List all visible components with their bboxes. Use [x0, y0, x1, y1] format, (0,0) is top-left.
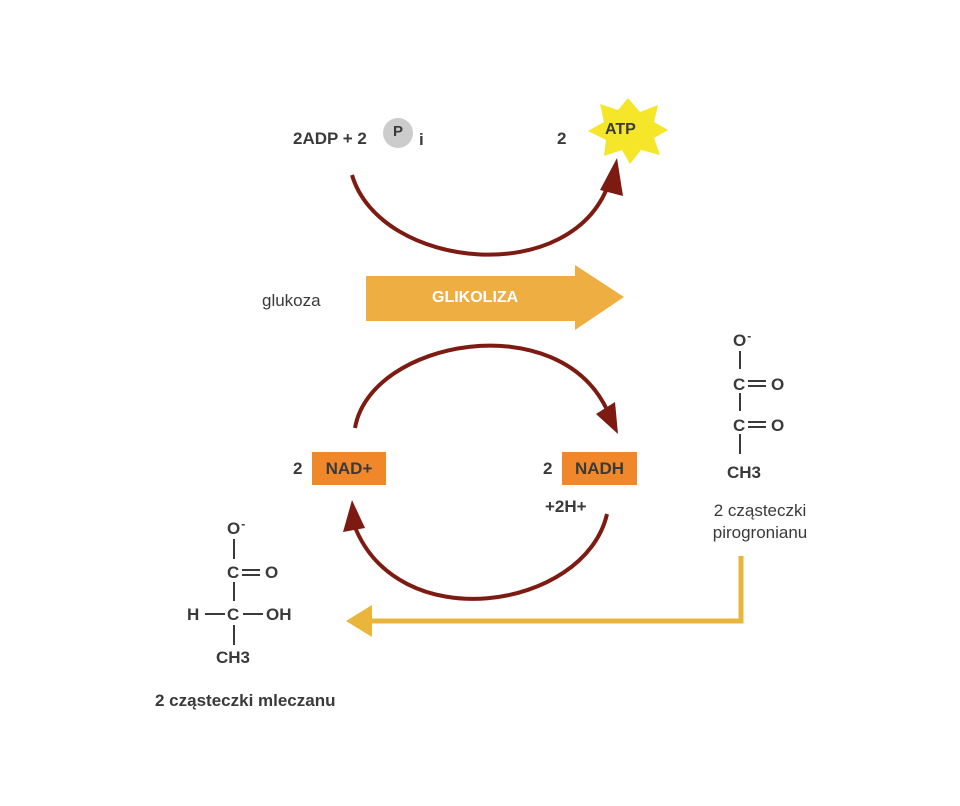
nad-box: NAD+: [312, 452, 386, 485]
protons-label: +2H+: [545, 497, 587, 516]
pyruvate-caption: 2 cząsteczki pirogronianu: [690, 500, 830, 544]
pyruvate-o1: O: [771, 375, 785, 394]
nadh-to-nad-arrow: [351, 513, 609, 601]
phosphate-subscript: i: [419, 130, 424, 149]
nad-coefficient: 2: [293, 459, 303, 478]
pyruvate-o-minus: O-: [733, 329, 752, 350]
pyruvate-c1: C: [733, 375, 746, 394]
atp-coefficient: 2: [557, 129, 567, 148]
pyruvate-ch3: CH3: [727, 463, 762, 482]
lactate-bonds: [205, 539, 263, 645]
pyruvate-caption-line2: pirogronianu: [712, 523, 808, 542]
lactate-o1: O: [265, 563, 279, 582]
lactate-ch3: CH3: [216, 648, 251, 667]
pyruvate-bonds: [739, 351, 766, 454]
phosphate-circle-icon: [383, 118, 413, 148]
atp-label: ATP: [605, 121, 636, 138]
glucose-label: glukoza: [262, 291, 321, 310]
pyruvate-to-lactate-arrow: [370, 556, 744, 624]
atp-curve-arrowhead: [600, 158, 623, 196]
pyruvate-o2: O: [771, 416, 785, 435]
lactate-c1: C: [227, 563, 240, 582]
lactate-o-minus: O-: [227, 517, 246, 538]
atp-curve-arrow: [350, 174, 612, 257]
nad-to-nadh-arrow: [353, 343, 610, 429]
nadh-label: NADH: [574, 459, 625, 478]
lactate-c2: C: [227, 605, 240, 624]
nadh-coefficient: 2: [543, 459, 553, 478]
lactate-h: H: [187, 605, 200, 624]
nadh-box: NADH: [562, 452, 637, 485]
pyruvate-c2: C: [733, 416, 746, 435]
nadh-to-nad-arrowhead: [343, 500, 365, 532]
lactate-oh: OH: [266, 605, 292, 624]
lactate-caption: 2 cząsteczki mleczanu: [155, 691, 336, 710]
nad-label: NAD+: [325, 459, 373, 478]
pyruvate-to-lactate-arrowhead: [346, 605, 372, 637]
adp-reactant-label: 2ADP + 2: [293, 129, 367, 148]
pyruvate-caption-line1: 2 cząsteczki: [713, 501, 807, 520]
glycolysis-arrow: [366, 265, 624, 330]
nad-to-nadh-arrowhead: [596, 402, 618, 434]
atp-star-icon: [588, 98, 668, 164]
glycolysis-label: GLIKOLIZA: [432, 289, 519, 306]
phosphate-symbol: P: [393, 123, 404, 140]
